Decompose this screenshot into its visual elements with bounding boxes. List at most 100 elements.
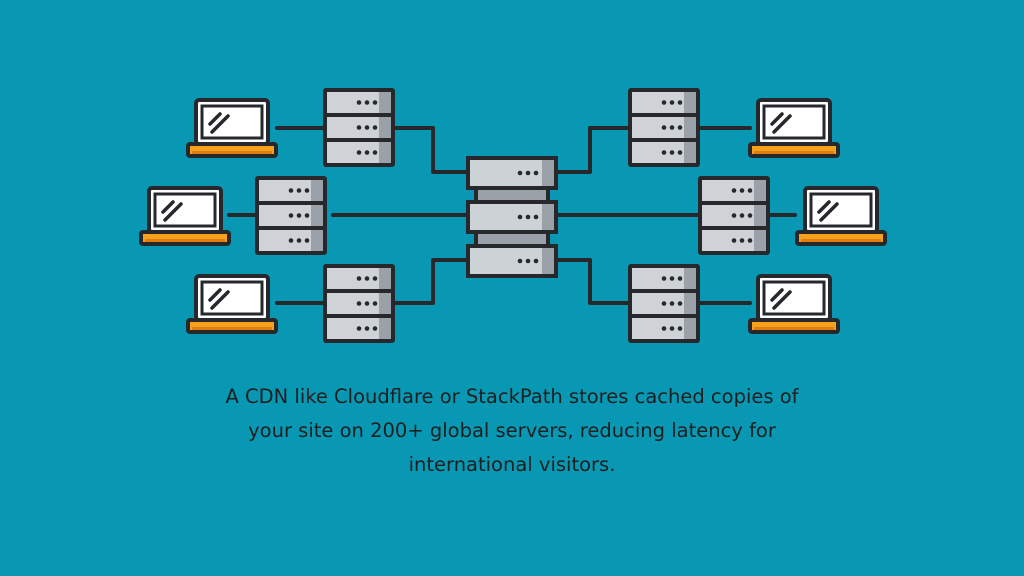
hub-led: [525, 214, 531, 220]
edge-server-icon-right-mid-shade: [754, 180, 766, 201]
edge-server-icon-right-mid-led: [731, 238, 737, 243]
edge-server-icon-left-bottom-led: [372, 326, 378, 331]
edge-server-icon-left-top-led: [372, 125, 378, 130]
edge-server-icon-left-mid-shade: [311, 180, 323, 201]
connection-line-7: [554, 126, 632, 174]
edge-server-icon-left-mid-led: [296, 213, 302, 218]
edge-server-icon-left-mid: [255, 176, 327, 255]
caption-line-2: your site on 200+ global servers, reduci…: [248, 419, 776, 442]
caption-line-1: A CDN like Cloudflare or StackPath store…: [225, 385, 799, 408]
edge-server-icon-left-mid-shade: [311, 230, 323, 251]
edge-server-icon-right-top-led: [661, 125, 667, 130]
hub-shade: [542, 160, 554, 186]
edge-server-icon-right-top-led: [661, 100, 667, 105]
edge-server-icon-left-mid-led: [304, 213, 310, 218]
edge-server-icon-left-bottom-led: [364, 326, 370, 331]
edge-server-icon-right-mid-led: [731, 213, 737, 218]
laptop-icon-left-top: [186, 98, 278, 158]
laptop-base-shade: [192, 151, 272, 154]
laptop-glare: [208, 112, 230, 134]
edge-server-icon-right-bottom-led: [677, 301, 683, 306]
edge-server-icon-left-bottom-led: [372, 301, 378, 306]
laptop-base: [139, 230, 231, 246]
laptop-glare: [770, 112, 792, 134]
laptop-icon-left-mid: [139, 186, 231, 246]
edge-server-icon-right-top: [628, 88, 700, 167]
edge-server-icon-right-top-led: [677, 150, 683, 155]
edge-server-icon-right-bottom-led: [677, 326, 683, 331]
edge-server-icon-right-bottom-led: [661, 326, 667, 331]
network-nodes: [139, 88, 887, 343]
edge-server-icon-left-top-led: [356, 100, 362, 105]
edge-server-icon-left-top-shade: [379, 142, 391, 163]
edge-server-icon-left-mid-led: [288, 188, 294, 193]
edge-server-icon-right-mid-shade: [754, 205, 766, 226]
edge-server-icon-left-bottom-led: [364, 276, 370, 281]
edge-server-icon-right-mid-led: [731, 188, 737, 193]
laptop-base-shade: [145, 239, 225, 242]
laptop-icon-right-top: [748, 98, 840, 158]
edge-server-icon-right-bottom: [628, 264, 700, 343]
laptop-base-shade: [754, 327, 834, 330]
connection-line-2: [391, 126, 470, 174]
edge-server-icon-left-mid-shade: [311, 205, 323, 226]
laptop-base-shade: [801, 239, 881, 242]
connection-line-11: [554, 258, 632, 305]
edge-server-icon-left-top-led: [372, 150, 378, 155]
edge-server-icon-left-mid-led: [288, 213, 294, 218]
hub-led: [533, 214, 539, 220]
edge-server-icon-right-top-led: [661, 150, 667, 155]
edge-server-icon-right-bottom-led: [669, 276, 675, 281]
hub-led: [517, 170, 523, 176]
hub-led: [517, 214, 523, 220]
edge-server-icon-right-top-led: [677, 125, 683, 130]
laptop-base: [186, 318, 278, 334]
edge-server-icon-right-top-shade: [684, 117, 696, 138]
edge-server-icon-left-top-shade: [379, 117, 391, 138]
edge-server-icon-left-bottom-shade: [379, 318, 391, 339]
edge-server-icon-right-mid-led: [747, 238, 753, 243]
edge-server-icon-left-top-led: [364, 125, 370, 130]
edge-server-icon-right-mid-led: [747, 213, 753, 218]
edge-server-icon-left-top: [323, 88, 395, 167]
laptop-glare: [208, 288, 230, 310]
laptop-base: [795, 230, 887, 246]
edge-server-icon-right-mid-led: [739, 213, 745, 218]
caption: A CDN like Cloudflare or StackPath store…: [112, 380, 912, 482]
edge-server-icon-left-mid-led: [288, 238, 294, 243]
origin-server-icon: [466, 156, 558, 278]
hub-connector: [474, 186, 550, 204]
edge-server-icon-left-bottom: [323, 264, 395, 343]
hub-unit: [466, 244, 558, 278]
edge-server-icon-right-bottom-shade: [684, 268, 696, 289]
edge-server-icon-right-top-led: [677, 100, 683, 105]
edge-server-icon-left-bottom-led: [372, 276, 378, 281]
edge-server-icon-left-bottom-led: [364, 301, 370, 306]
connection-line-6: [391, 258, 470, 305]
edge-server-icon-right-top-shade: [684, 142, 696, 163]
edge-server-icon-right-top-led: [669, 150, 675, 155]
laptop-icon-left-bottom: [186, 274, 278, 334]
edge-server-icon-left-top-led: [356, 125, 362, 130]
edge-server-icon-left-bottom-shade: [379, 268, 391, 289]
laptop-icon-right-mid: [795, 186, 887, 246]
edge-server-icon-right-bottom-led: [669, 301, 675, 306]
edge-server-icon-left-mid-led: [296, 238, 302, 243]
edge-server-icon-right-top-shade: [684, 92, 696, 113]
edge-server-icon-right-top-led: [669, 100, 675, 105]
hub-led: [517, 258, 523, 264]
hub-shade: [542, 204, 554, 230]
connection-lines: [227, 126, 797, 305]
edge-server-icon-left-top-led: [356, 150, 362, 155]
edge-server-icon-right-bottom-led: [661, 301, 667, 306]
edge-server-icon-left-bottom-led: [356, 276, 362, 281]
hub-shade: [542, 248, 554, 274]
edge-server-icon-right-bottom-led: [669, 326, 675, 331]
edge-server-icon-left-top-led: [372, 100, 378, 105]
hub-connector: [474, 230, 550, 248]
edge-server-icon-right-mid: [698, 176, 770, 255]
edge-server-icon-right-bottom-led: [677, 276, 683, 281]
